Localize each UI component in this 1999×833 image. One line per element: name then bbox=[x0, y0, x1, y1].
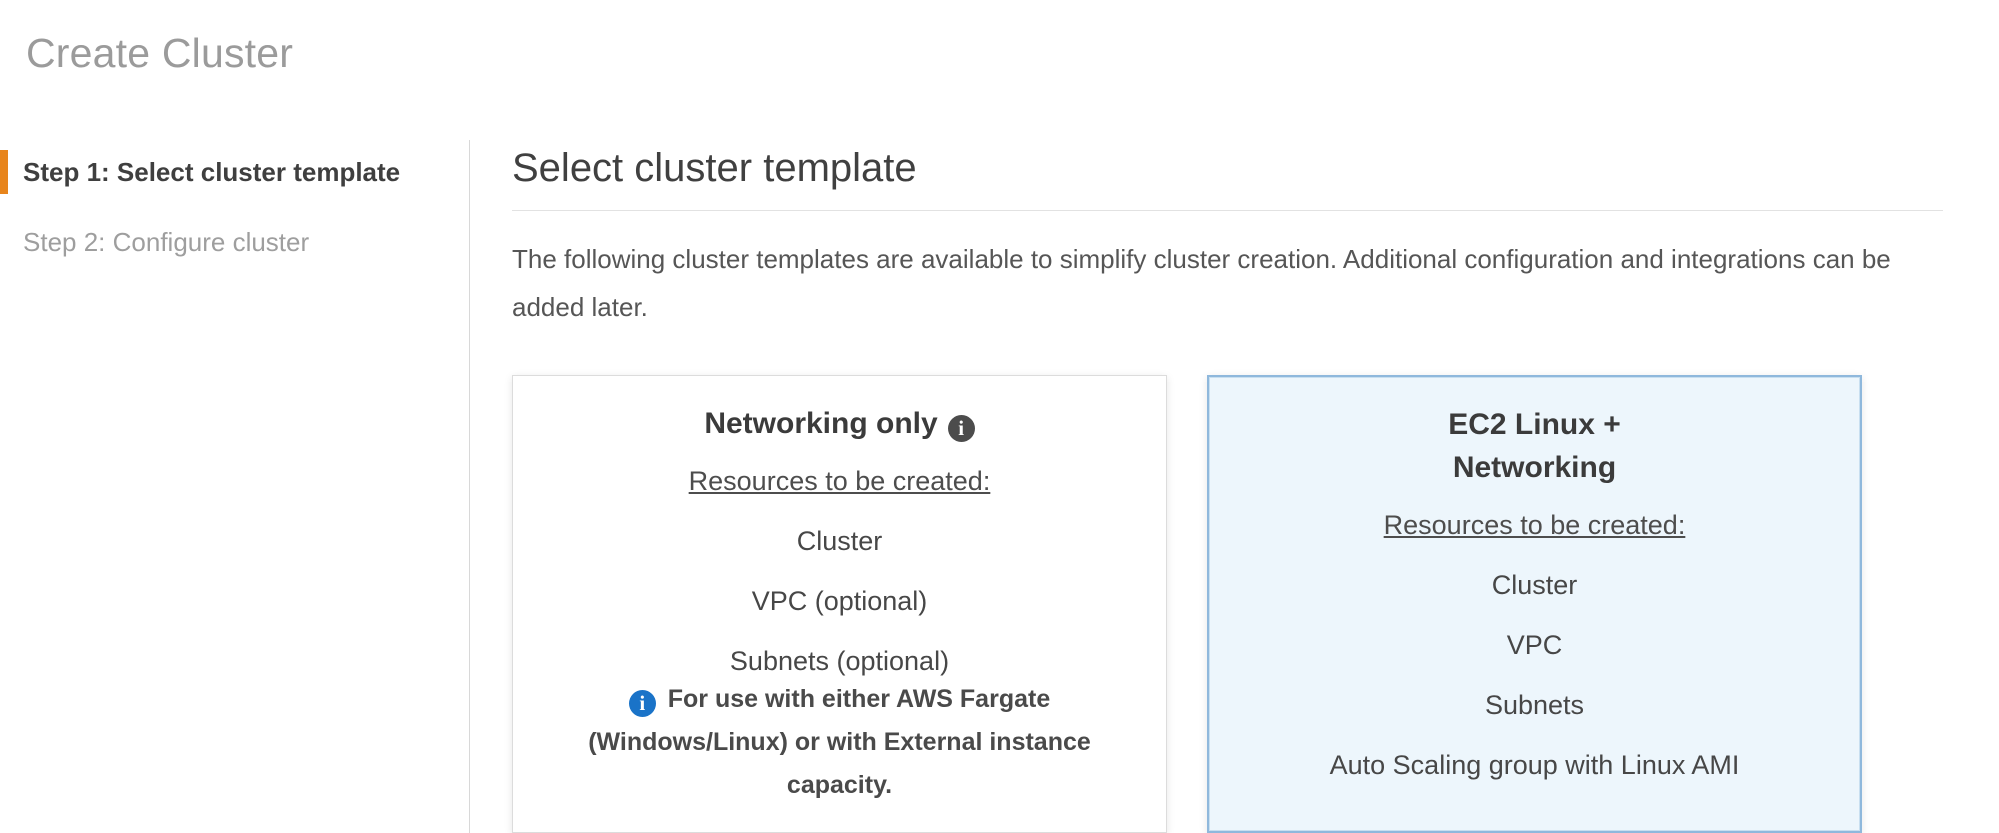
template-card-ec2-linux-networking[interactable]: EC2 Linux + Networking Resources to be c… bbox=[1207, 375, 1862, 833]
resource-item: Cluster bbox=[796, 526, 883, 556]
section-description: The following cluster templates are avai… bbox=[512, 244, 1891, 322]
wizard-layout: Step 1: Select cluster template Step 2: … bbox=[0, 140, 1999, 833]
resource-item: VPC (optional) bbox=[751, 586, 928, 616]
page-title: Create Cluster bbox=[26, 30, 294, 76]
heading-divider bbox=[512, 210, 1943, 211]
info-icon[interactable]: i bbox=[947, 415, 975, 442]
step-2-configure-cluster[interactable]: Step 2: Configure cluster bbox=[0, 227, 469, 257]
resource-item: Cluster bbox=[1491, 570, 1578, 600]
card-title-text: Networking only bbox=[704, 407, 938, 440]
wizard-steps-sidebar: Step 1: Select cluster template Step 2: … bbox=[0, 140, 470, 833]
step-1-select-cluster-template[interactable]: Step 1: Select cluster template bbox=[0, 150, 469, 194]
resource-item: Auto Scaling group with Linux AMI bbox=[1329, 750, 1740, 780]
card-title: Networking only i bbox=[704, 402, 975, 445]
step-1-label: Step 1: Select cluster template bbox=[23, 157, 401, 187]
card-title: EC2 Linux + Networking bbox=[1448, 408, 1621, 484]
card-note-text: For use with either AWS Fargate (Windows… bbox=[588, 685, 1091, 799]
section-heading: Select cluster template bbox=[512, 146, 917, 190]
step-content: Select cluster template The following cl… bbox=[470, 140, 1999, 833]
step-2-label: Step 2: Configure cluster bbox=[23, 227, 310, 257]
resource-item: Subnets bbox=[1484, 690, 1585, 720]
template-card-networking-only[interactable]: Networking only i Resources to be created… bbox=[512, 375, 1167, 833]
resources-label: Resources to be created: bbox=[1383, 510, 1686, 540]
template-cards: Networking only i Resources to be created… bbox=[512, 375, 1943, 833]
active-step-indicator-bar bbox=[0, 150, 8, 194]
resource-item: Subnets (optional) bbox=[729, 646, 950, 676]
info-icon-blue: i bbox=[628, 690, 656, 717]
resources-label: Resources to be created: bbox=[688, 466, 991, 496]
resource-item: VPC bbox=[1506, 630, 1563, 660]
